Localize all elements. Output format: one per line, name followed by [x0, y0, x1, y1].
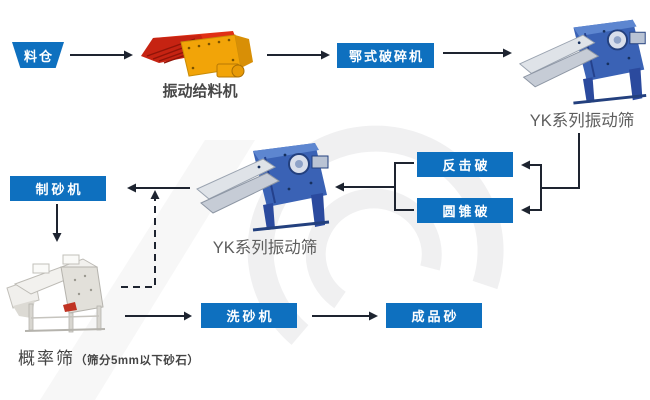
connector-screen1-to-crushers [521, 133, 580, 215]
node-jaw-crusher: 鄂式破碎机 [337, 43, 434, 68]
arrow-sand-maker-to-probability-screen [52, 204, 62, 242]
arrow-jaw-crusher-to-screen1 [443, 48, 512, 58]
arrow-feeder-to-jaw-crusher [267, 50, 330, 60]
feeder-caption: 振动给料机 [162, 83, 238, 100]
connector-crushers-to-screen2 [335, 162, 414, 211]
node-impact-crusher: 反击破 [417, 152, 513, 177]
node-finished-sand: 成品砂 [386, 303, 482, 328]
probability-screen-image [5, 246, 123, 338]
probability-screen-caption: 概率筛（筛分5mm以下砂石） [18, 344, 278, 369]
node-sand-washer: 洗砂机 [201, 303, 297, 328]
node-cone-crusher: 圆锥破 [417, 198, 513, 223]
yk-screen-mid-caption: YK系列振动筛 [212, 239, 318, 257]
arrow-probability-screen-to-washer [125, 311, 192, 321]
vibrating-feeder-image [137, 26, 263, 81]
arrow-screen2-to-sand-maker [127, 183, 190, 193]
yk-screen-top-caption: YK系列振动筛 [529, 112, 635, 130]
arrow-silo-to-feeder [70, 50, 133, 60]
probability-screen-name: 概率筛 [18, 349, 75, 368]
arrow-washer-to-finished-sand [312, 311, 378, 321]
probability-screen-note: （筛分5mm以下砂石） [75, 355, 200, 367]
dashed-return-probability-screen-to-sand-maker [121, 190, 160, 288]
node-sand-maker: 制砂机 [10, 176, 106, 201]
yk-vibrating-screen-top-image [516, 14, 650, 106]
node-material-silo: 料仓 [12, 42, 64, 68]
yk-vibrating-screen-mid-image [193, 137, 333, 233]
